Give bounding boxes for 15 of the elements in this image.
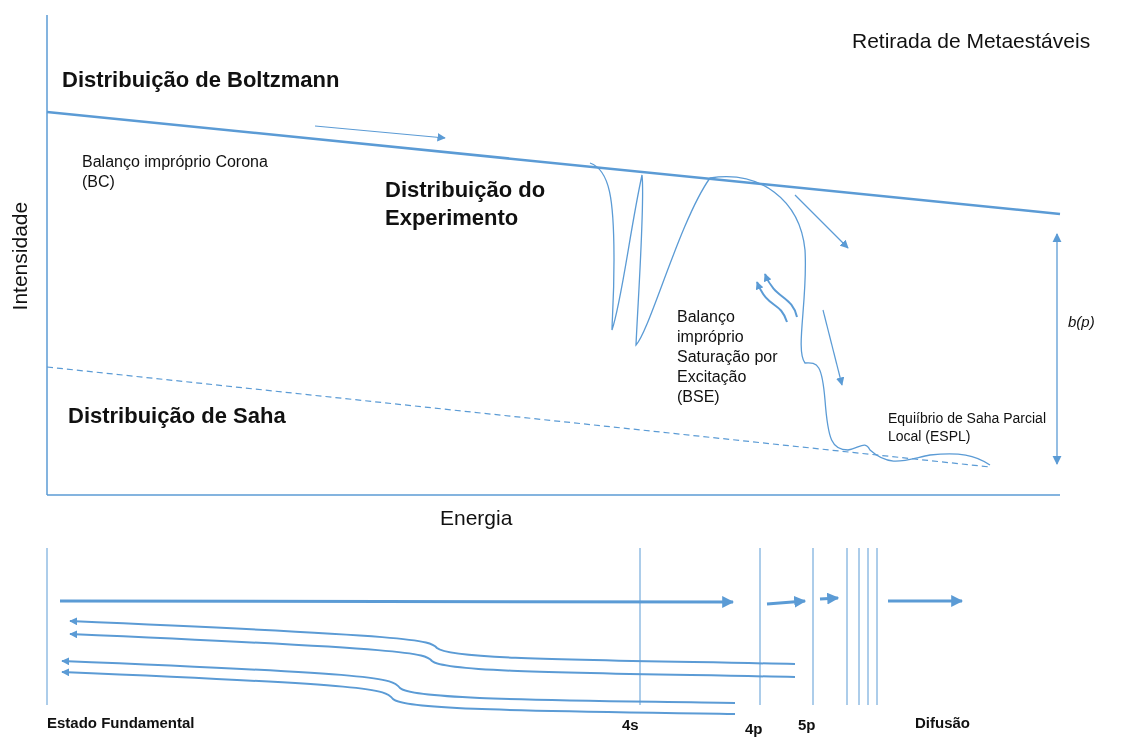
level-label: Difusão	[915, 714, 970, 733]
level-label: 4s	[622, 716, 639, 735]
curve-title: Distribuição de Saha	[68, 402, 286, 430]
level-label: 4p	[745, 720, 763, 739]
curve-title: Distribuição do Experimento	[385, 176, 547, 231]
level-label: Estado Fundamental	[47, 714, 195, 733]
dimension-label: b(p)	[1068, 313, 1095, 332]
curve-title: Distribuição de Boltzmann	[62, 66, 340, 94]
axis-title: Energia	[440, 505, 513, 531]
region-label: Balanço impróprio Saturação por Excitação (BSE)	[677, 307, 779, 407]
note-text: Retirada de Metaestáveis	[852, 28, 1091, 54]
axis-title: Intensidade	[6, 200, 32, 313]
region-label: Equiíbrio de Saha Parcial Local (ESPL)	[888, 410, 1047, 445]
level-label: 5p	[798, 716, 816, 735]
region-label: Balanço impróprio Corona (BC)	[82, 152, 269, 192]
